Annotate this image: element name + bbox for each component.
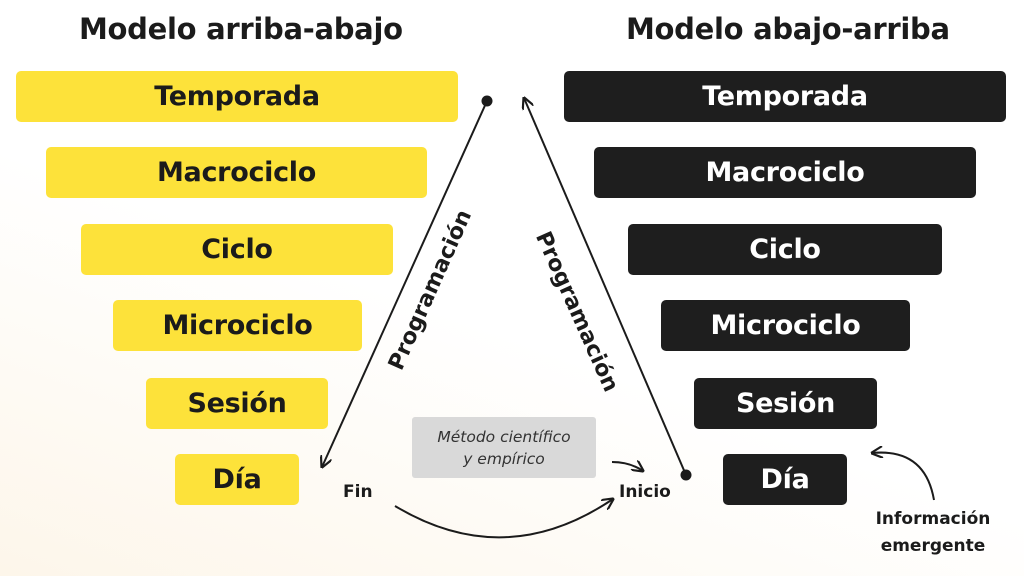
left-level-macrociclo: Macrociclo <box>46 147 427 198</box>
left-level-ciclo: Ciclo <box>81 224 393 275</box>
fin-to-inicio-arrow <box>394 499 613 539</box>
left-model-title: Modelo arriba-abajo <box>79 12 403 46</box>
left-level-microciclo: Microciclo <box>113 300 362 351</box>
start-label: Inicio <box>619 482 671 502</box>
left-level-temporada: Temporada <box>16 71 458 122</box>
method-box: Método científico y empírico <box>412 417 596 478</box>
left-programming-arrow <box>322 100 488 467</box>
emergent-info-label: Información emergente <box>858 506 1008 560</box>
right-level-microciclo: Microciclo <box>661 300 910 351</box>
emergent-info-arrow <box>872 453 935 501</box>
left-level-sesion: Sesión <box>146 378 328 429</box>
right-level-dia: Día <box>723 454 847 505</box>
left-level-dia: Día <box>175 454 299 505</box>
right-level-temporada: Temporada <box>564 71 1006 122</box>
right-programming-arrow <box>524 98 687 476</box>
right-level-macrociclo: Macrociclo <box>594 147 976 198</box>
method-to-inicio-arrow <box>611 462 643 471</box>
end-label: Fin <box>343 482 373 502</box>
right-level-ciclo: Ciclo <box>628 224 942 275</box>
emergent-line-2: emergente <box>880 536 986 556</box>
method-line-2: y empírico <box>463 449 545 468</box>
right-level-sesion: Sesión <box>694 378 877 429</box>
right-model-title: Modelo abajo-arriba <box>626 12 950 46</box>
method-line-1: Método científico <box>437 427 571 446</box>
emergent-line-1: Información <box>875 509 991 529</box>
